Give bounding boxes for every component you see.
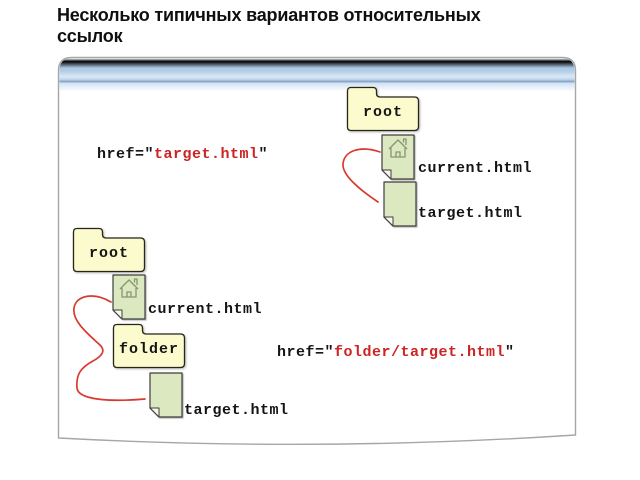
panel-header-edge <box>59 81 575 83</box>
panel-background <box>57 56 577 446</box>
panel-header-bar <box>59 58 575 81</box>
folder-label: root <box>88 245 129 262</box>
href-code-bottom: href="folder/target.html" <box>277 344 515 361</box>
folder-icon <box>346 86 420 132</box>
href-code-top: href="target.html" <box>97 146 268 163</box>
folder-root-bottom: root <box>72 227 146 273</box>
page-icon <box>149 372 183 418</box>
file-target-top <box>382 180 420 228</box>
file-label-target-bottom: target.html <box>184 402 289 419</box>
folder-label: root <box>362 104 403 121</box>
href-suffix: " <box>258 146 269 163</box>
folder-root-top: root <box>346 86 420 132</box>
file-current-bottom <box>111 273 149 321</box>
href-prefix: href=" <box>97 146 155 163</box>
href-value: folder/target.html <box>334 344 506 361</box>
file-label-current-top: current.html <box>418 160 533 177</box>
page-icon <box>381 134 415 180</box>
href-value: target.html <box>154 146 259 163</box>
folder-subfolder: folder <box>112 323 186 369</box>
folder-icon <box>72 227 146 273</box>
content-panel <box>57 56 577 446</box>
file-label-target-top: target.html <box>418 205 523 222</box>
slide-title: Несколько типичных вариантов относительн… <box>57 5 481 46</box>
home-icon <box>388 138 408 158</box>
href-prefix: href=" <box>277 344 335 361</box>
page-icon <box>112 274 146 320</box>
file-target-bottom <box>148 371 186 419</box>
page-icon <box>383 181 417 227</box>
href-suffix: " <box>505 344 515 361</box>
file-label-current-bottom: current.html <box>148 301 263 318</box>
file-current-top <box>380 133 418 181</box>
panel-header-fade <box>59 82 575 92</box>
folder-label: folder <box>118 341 179 358</box>
